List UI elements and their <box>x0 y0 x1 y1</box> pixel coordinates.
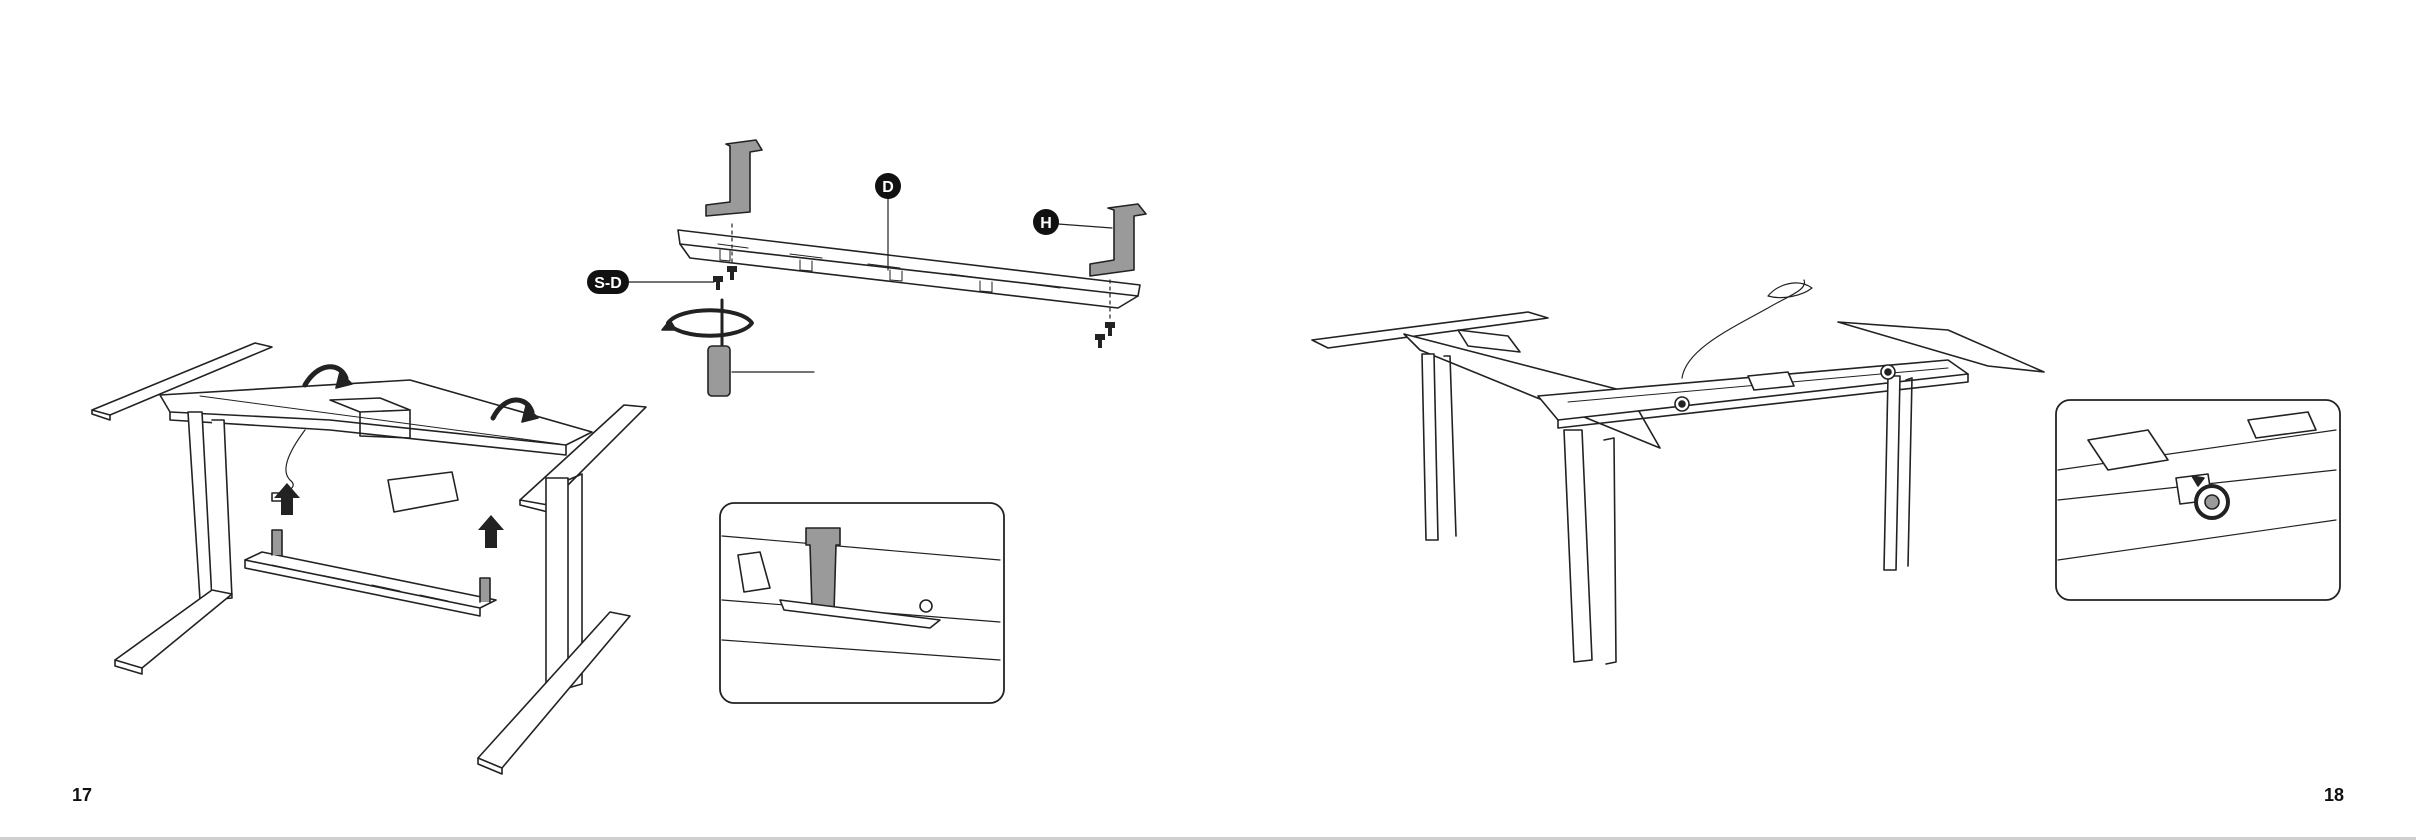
callout-badge-h: H <box>1033 209 1059 235</box>
callout-badge-d: D <box>875 173 901 199</box>
page-number-right: 18 <box>2324 785 2344 806</box>
desk-frame-illustration <box>92 343 646 774</box>
hook-right <box>1090 204 1146 276</box>
page-17: D H S-D 17 <box>0 0 1208 840</box>
hook-left <box>706 140 762 216</box>
detail-inset-box <box>720 503 1004 703</box>
callout-label-h: H <box>1040 215 1052 232</box>
callout-badge-s-d: S-D <box>587 270 629 294</box>
callout-label-d: D <box>882 179 894 196</box>
screwdriver-icon <box>662 300 752 396</box>
page-number-left: 17 <box>72 785 92 806</box>
up-arrow-icon <box>478 515 504 548</box>
assembly-illustration-left: D H S-D <box>0 0 1208 840</box>
cable-tray-exploded <box>678 230 1140 308</box>
callout-label-s-d: S-D <box>594 275 622 292</box>
desk-frame-underside-illustration <box>1312 280 2044 664</box>
assembly-illustration-right <box>1208 0 2416 840</box>
page-18: 18 <box>1208 0 2416 840</box>
